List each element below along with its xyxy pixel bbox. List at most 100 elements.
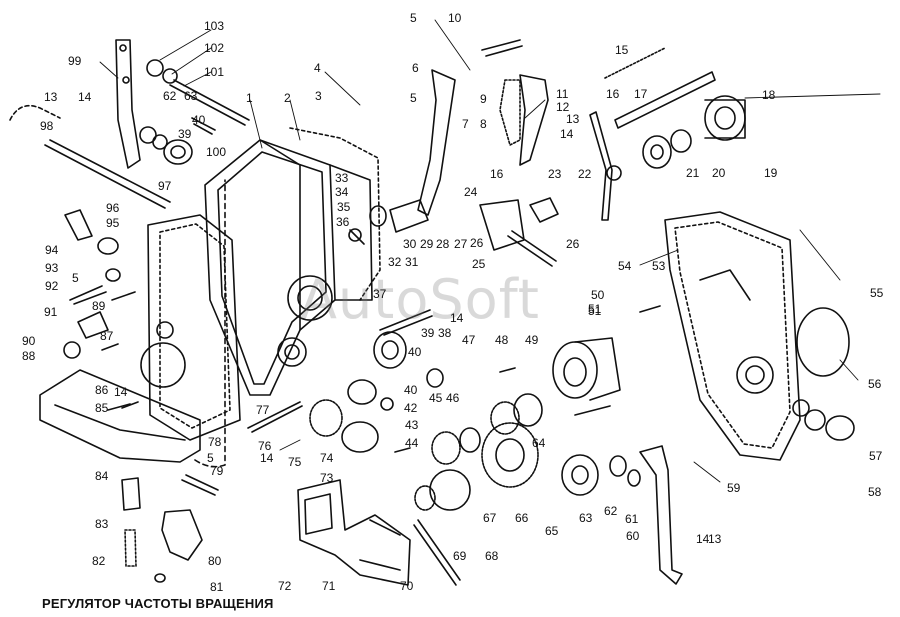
part-label: 5 <box>72 271 79 285</box>
part-label: 23 <box>548 167 562 181</box>
part-label: 9 <box>480 92 487 106</box>
part-label: 92 <box>45 279 59 293</box>
part-label: 14 <box>696 532 710 546</box>
part-label: 27 <box>454 237 468 251</box>
part-label: 78 <box>208 435 222 449</box>
part-label: 14 <box>560 127 574 141</box>
part-label: 14 <box>114 385 128 399</box>
part-label: 1 <box>246 91 253 105</box>
part-label: 91 <box>44 305 58 319</box>
part-label: 5 <box>207 451 214 465</box>
part-label: 8 <box>480 117 487 131</box>
part-label: 59 <box>727 481 741 495</box>
part-label: 97 <box>158 179 172 193</box>
part-label: 102 <box>204 41 225 55</box>
part-label: 98 <box>40 119 54 133</box>
gasket <box>289 127 381 301</box>
part-label: 26 <box>566 237 580 251</box>
part-label: 10 <box>448 11 462 25</box>
part-label: 4 <box>314 61 321 75</box>
weights-carrier <box>297 479 411 586</box>
part-label: 44 <box>405 436 419 450</box>
part-label: 39 <box>178 127 192 141</box>
part-label: 54 <box>618 259 632 273</box>
spring <box>604 47 666 79</box>
part-label: 20 <box>712 166 726 180</box>
part-label: 30 <box>403 237 417 251</box>
part-label: 39 <box>421 326 435 340</box>
part-label: 40 <box>404 383 418 397</box>
part-label: 33 <box>335 171 349 185</box>
part-label: 45 <box>429 391 443 405</box>
rear-housing <box>664 211 801 461</box>
watermark: AutoSoft <box>300 268 540 331</box>
part-label: 64 <box>532 436 546 450</box>
part-label: 24 <box>464 185 478 199</box>
part-label: 79 <box>210 464 224 478</box>
part-label: 31 <box>405 255 419 269</box>
part-label: 74 <box>320 451 334 465</box>
part-label: 15 <box>615 43 629 57</box>
part-label: 55 <box>870 286 884 300</box>
part-label: 16 <box>490 167 504 181</box>
part-label: 95 <box>106 216 120 230</box>
part-label: 26 <box>470 236 484 250</box>
part-label: 51 <box>588 302 602 316</box>
part-label: 46 <box>446 391 460 405</box>
part-label: 68 <box>485 549 499 563</box>
part-label: 50 <box>591 288 605 302</box>
part-label: 69 <box>453 549 467 563</box>
part-label: 67 <box>483 511 497 525</box>
part-label: 58 <box>868 485 882 499</box>
part-label: 62 <box>604 504 618 518</box>
part-label: 72 <box>278 579 292 593</box>
part-label: 80 <box>208 554 222 568</box>
part-label: 100 <box>206 145 227 159</box>
part-label: 22 <box>578 167 592 181</box>
part-label: 103 <box>204 19 225 33</box>
part-label: 2 <box>284 91 291 105</box>
part-label: 101 <box>204 65 225 79</box>
part-label: 61 <box>625 512 639 526</box>
part-label: 56 <box>868 377 882 391</box>
part-label: 43 <box>405 418 419 432</box>
part-label: 12 <box>556 100 570 114</box>
part-label: 84 <box>95 469 109 483</box>
part-label: 77 <box>256 403 270 417</box>
governor-housing <box>204 139 373 396</box>
part-label: 63 <box>184 89 198 103</box>
part-label: 47 <box>462 333 476 347</box>
part-label: 14 <box>450 311 464 325</box>
part-label: 70 <box>400 579 414 593</box>
part-label: 81 <box>210 580 224 594</box>
bracket <box>39 369 201 463</box>
part-label: 13 <box>708 532 722 546</box>
part-label: 96 <box>106 201 120 215</box>
part-label: 3 <box>315 89 322 103</box>
part-label: 21 <box>686 166 700 180</box>
part-label: 87 <box>100 329 114 343</box>
part-label: 71 <box>322 579 336 593</box>
link <box>589 111 613 221</box>
part-label: 34 <box>335 185 349 199</box>
part-label: 89 <box>92 299 106 313</box>
part-label: 86 <box>95 383 109 397</box>
part-label: 40 <box>408 345 422 359</box>
part-label: 25 <box>472 257 486 271</box>
lever <box>115 39 141 169</box>
control-levers <box>417 39 549 216</box>
part-label: 13 <box>566 112 580 126</box>
part-label: 53 <box>652 259 666 273</box>
part-label: 37 <box>373 287 387 301</box>
part-label: 7 <box>462 117 469 131</box>
part-label: 11 <box>556 87 569 101</box>
part-label: 36 <box>336 215 350 229</box>
part-label: 5 <box>410 11 417 25</box>
part-label: 48 <box>495 333 509 347</box>
part-label: 42 <box>404 401 418 415</box>
part-label: 83 <box>95 517 109 531</box>
part-label: 76 <box>258 439 272 453</box>
part-label: 13 <box>44 90 58 104</box>
part-label: 75 <box>288 455 302 469</box>
